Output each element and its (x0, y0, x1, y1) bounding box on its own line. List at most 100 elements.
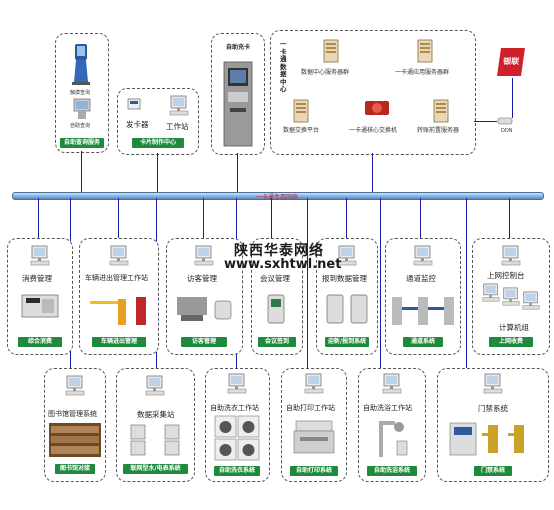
watermark-line1: 陕西华泰网络 (234, 243, 324, 259)
conn-query (81, 151, 82, 192)
shower-tag: 自助洗浴系统 (367, 466, 417, 476)
printing-tag: 自助打印系统 (290, 466, 338, 476)
library-tag: 图书馆对接 (55, 464, 95, 474)
server1-icon (321, 39, 341, 63)
access-control-group: 门禁系统 门禁系统 (437, 368, 549, 482)
unionpay-logo: 银联 (497, 48, 525, 76)
printer-icon (293, 420, 335, 454)
turnstile-icon (392, 297, 454, 325)
kiosk-icon (72, 44, 90, 85)
meeting-title: 会议管理 (260, 274, 290, 283)
ddn-icon (497, 117, 513, 125)
card-center-group: 发卡器 工作站 卡片制作中心 (117, 88, 199, 155)
computer-icon (64, 375, 86, 397)
registration-device-icon (326, 294, 368, 324)
drop-r1-1 (38, 198, 39, 238)
library-title: 图书馆管理系统 (48, 410, 97, 418)
vehicle-title: 车辆进出管理工作站 (85, 274, 148, 282)
drop-r1-5 (346, 198, 347, 238)
server2-icon (415, 39, 435, 63)
transfer-server-label: 转账前置服务器 (417, 127, 460, 134)
transfer-server-icon (431, 99, 451, 123)
network-bus (12, 192, 544, 200)
computer-icon (412, 245, 434, 267)
self-query-label: 自助查询 (70, 123, 91, 129)
visitor-group: 访客管理 访客管理 (166, 238, 243, 355)
computer-icon (303, 373, 325, 395)
drop-r1-2 (118, 198, 119, 238)
computer-icon (500, 245, 522, 267)
shower-title: 自助洗浴工作站 (363, 404, 412, 412)
visitor-terminal-icon (177, 297, 232, 321)
self-query-tag: 自助查询服务 (60, 138, 104, 148)
consumption-title: 消费管理 (22, 274, 52, 283)
workstation-icon (168, 95, 190, 117)
computer-icon (226, 373, 248, 395)
barrier-gate-icon (90, 297, 146, 325)
meter-icon (130, 424, 180, 456)
channel-tag: 通道系统 (403, 337, 443, 347)
data-center-group: 一卡通数据中心 数据中心服务器群 一卡通应用服务器群 数据交换平台 一卡通核心交… (270, 30, 476, 155)
registration-title: 报到数据管理 (322, 274, 367, 283)
internet-tag: 上网收费 (489, 337, 533, 347)
access-control-tag: 门禁系统 (474, 466, 512, 476)
ddn-label: DDN (501, 128, 513, 134)
visitor-tag: 访客管理 (181, 337, 227, 347)
computer-icon (193, 245, 215, 267)
data-collection-group: 数据采集站 联网型水/电表系统 (116, 368, 195, 482)
sign-in-device-icon (267, 294, 285, 324)
watermark-line2: www.sxhtwl.net (224, 257, 342, 272)
vehicle-tag: 车辆进出管理 (92, 337, 146, 347)
bookshelf-icon (49, 423, 101, 457)
internet-title: 上网控制台 (487, 271, 525, 280)
meeting-tag: 会议签到 (258, 337, 296, 347)
consumption-tag: 综合消费 (18, 337, 62, 347)
self-recharge-group: 自助充卡 (211, 33, 265, 155)
data-collection-tag: 联网型水/电表系统 (123, 464, 188, 474)
card-reader-icon (127, 98, 141, 110)
exchange-icon (291, 99, 311, 123)
self-query-group: 触摸查询 自助查询 自助查询服务 (55, 33, 109, 153)
laundry-tag: 自助洗衣系统 (214, 466, 260, 476)
registration-group: 报到数据管理 迎新/报到系统 (316, 238, 378, 355)
meeting-group: 会议管理 会议签到 (251, 238, 303, 355)
server2-label: 一卡通应用服务器群 (395, 69, 450, 76)
printing-group: 自助打印工作站 自助打印系统 (281, 368, 347, 482)
drop-r2-6 (466, 198, 467, 368)
drop-r2-5 (380, 198, 381, 368)
consumption-group: 消费管理 综合消费 (7, 238, 73, 355)
channel-title: 通道监控 (406, 274, 436, 283)
computer-icon (29, 245, 51, 267)
computer-icon (381, 373, 403, 395)
door-lock-icon (449, 422, 524, 456)
card-center-tag: 卡片制作中心 (132, 138, 184, 148)
printing-title: 自助打印工作站 (286, 404, 335, 412)
conn-ddn-h (474, 121, 497, 122)
channel-group: 通道监控 通道系统 (385, 238, 461, 355)
server1-label: 数据中心服务器群 (301, 69, 350, 76)
core-switch-label: 一卡通核心交换机 (349, 127, 398, 134)
registration-tag: 迎新/报到系统 (325, 337, 369, 347)
visitor-title: 访客管理 (187, 274, 217, 283)
drop-r1-4 (271, 198, 272, 238)
laundry-title: 自助洗衣工作站 (210, 404, 259, 412)
data-collection-title: 数据采集站 (137, 410, 175, 419)
computer-group-icon (482, 283, 540, 310)
drop-r1-3 (203, 198, 204, 238)
conn-card (157, 153, 158, 192)
self-recharge-title: 自助充卡 (226, 44, 251, 51)
exchange-label: 数据交换平台 (283, 127, 320, 134)
recharge-kiosk-icon (223, 61, 253, 147)
drop-r1-6 (420, 198, 421, 238)
drop-r2-4 (307, 198, 308, 368)
vehicle-group: 车辆进出管理工作站 车辆进出管理 (79, 238, 159, 355)
library-group: 图书馆管理系统 图书馆对接 (44, 368, 106, 482)
internet-group: 上网控制台 计算机组 上网收费 (472, 238, 550, 355)
internet-subtitle: 计算机组 (499, 323, 529, 332)
access-control-title: 门禁系统 (478, 404, 508, 413)
shower-icon (379, 421, 408, 457)
pos-terminal-icon (21, 294, 59, 318)
conn-recharge (237, 153, 238, 192)
data-center-title: 一卡通数据中心 (280, 40, 287, 93)
conn-datacenter (372, 153, 373, 192)
